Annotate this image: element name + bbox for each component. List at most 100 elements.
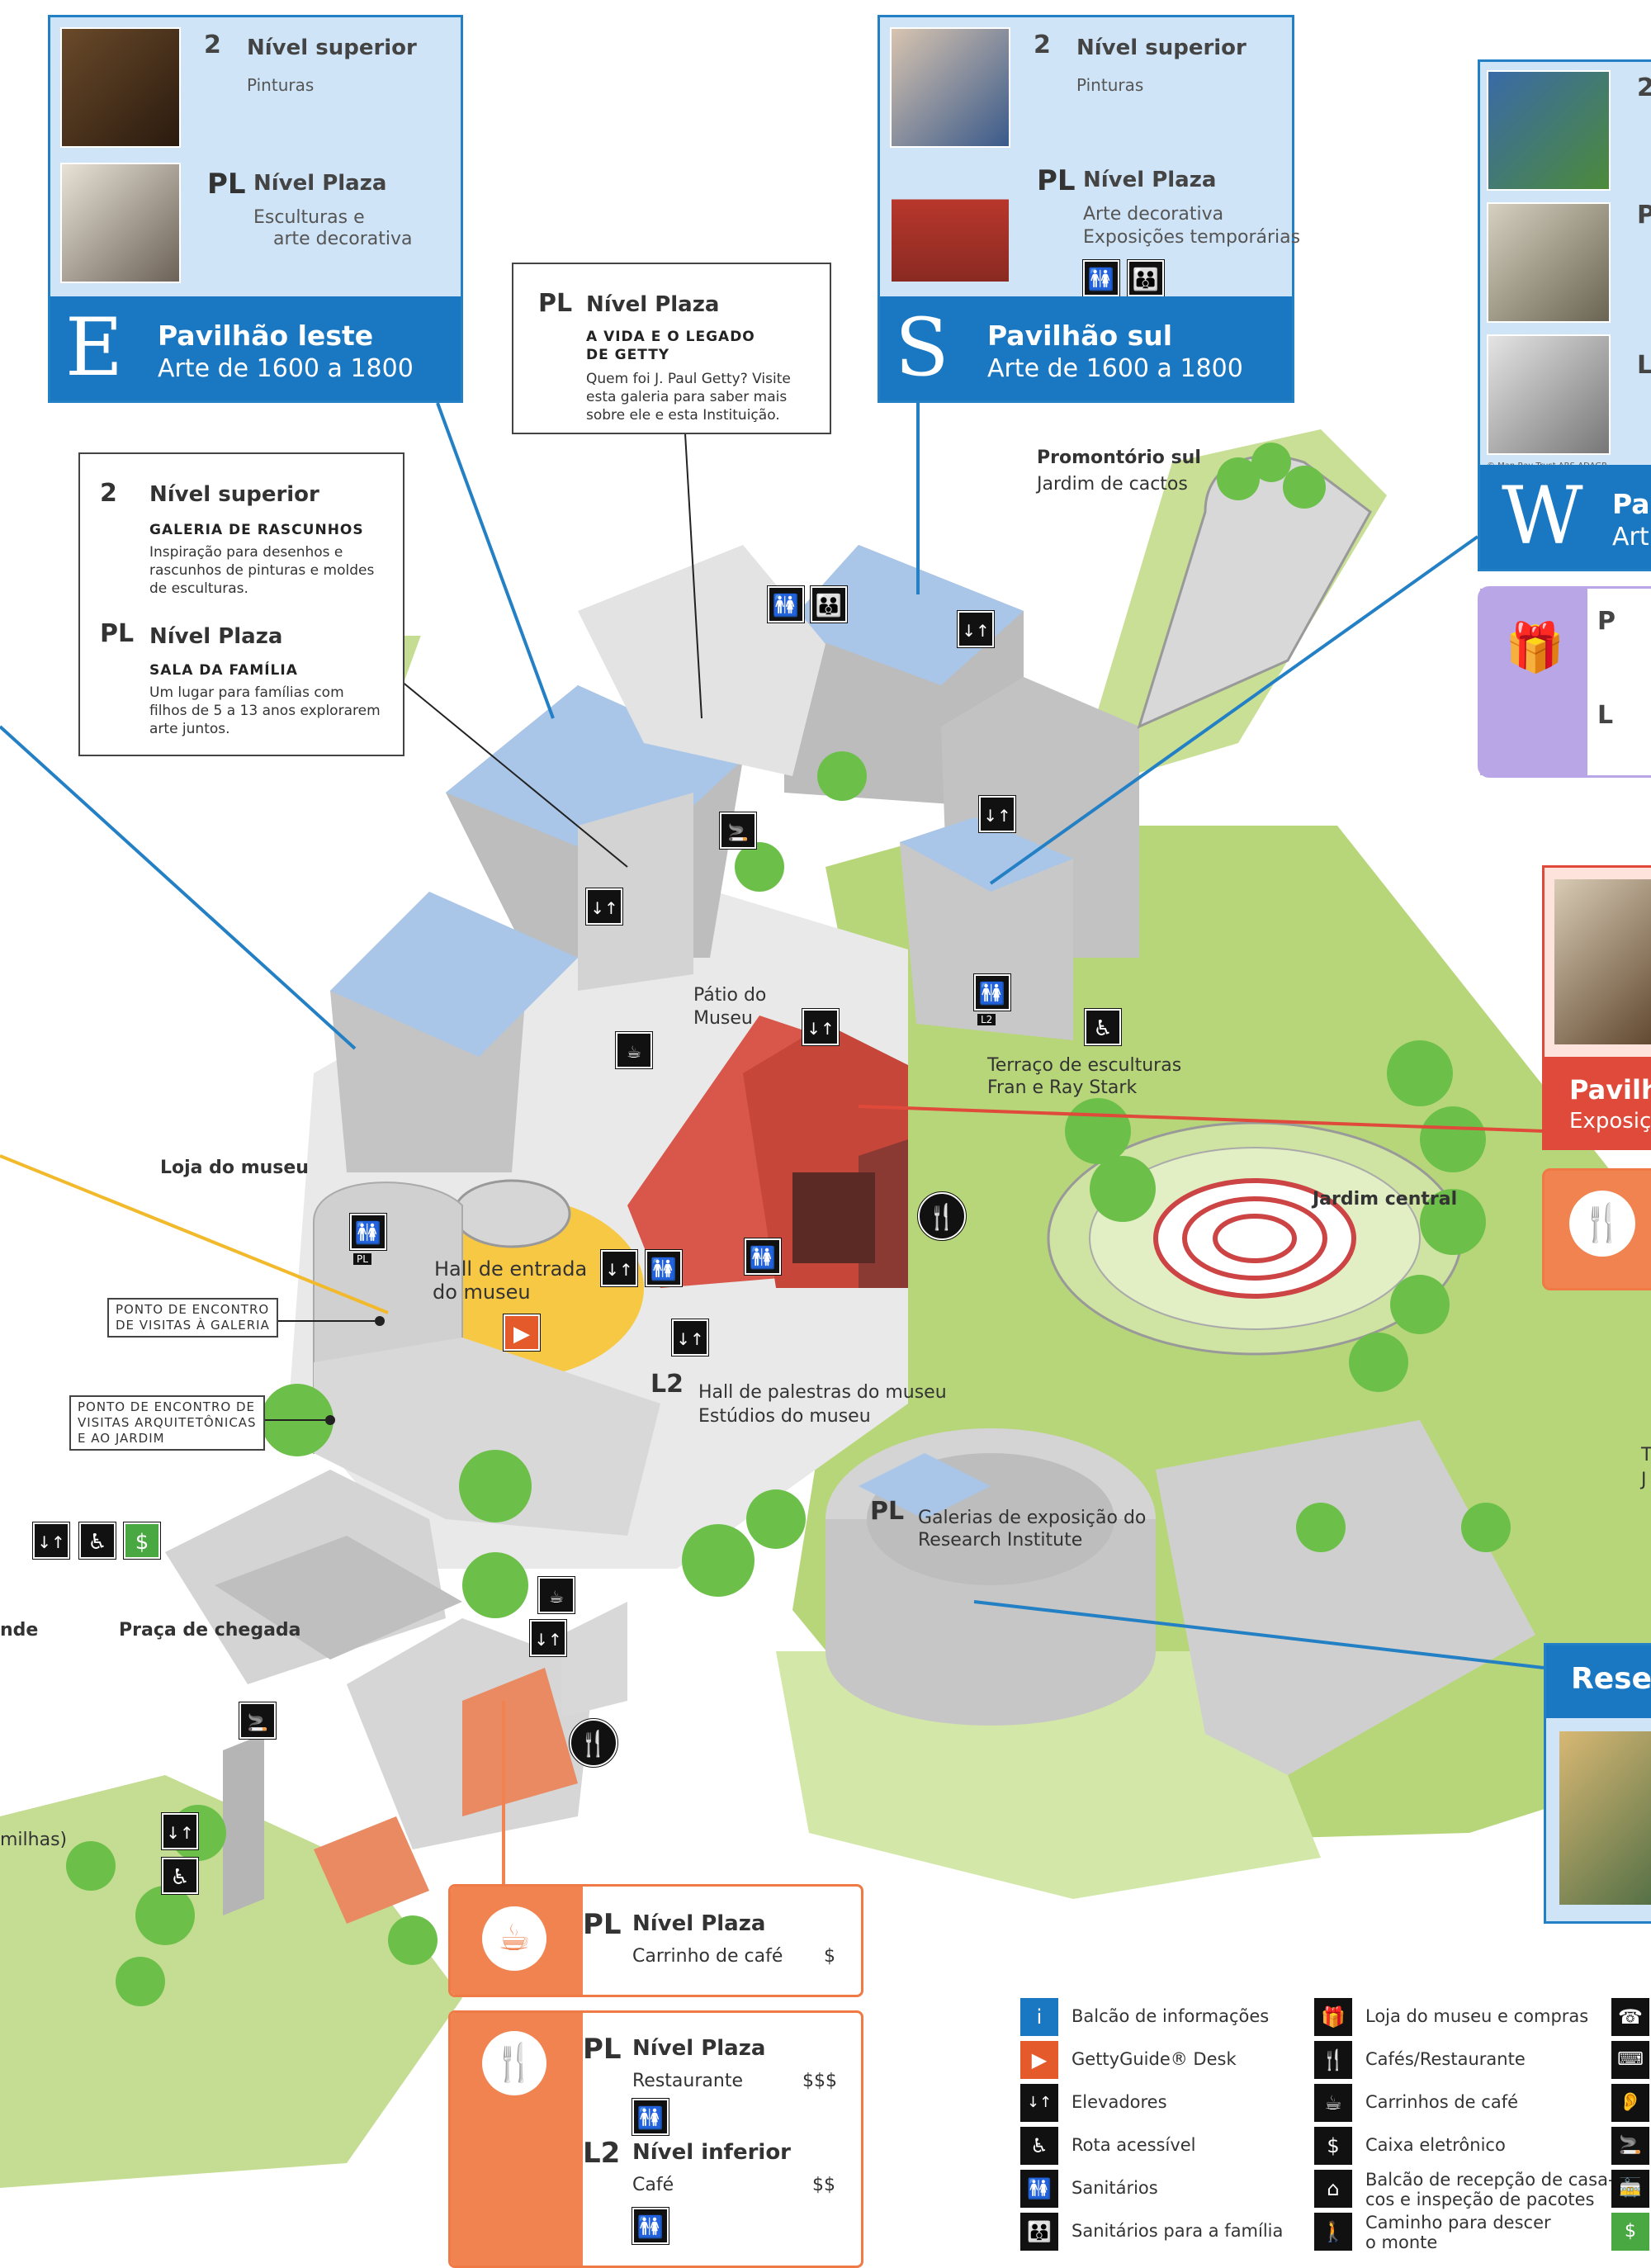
sketch-upper-title: Nível superior bbox=[149, 482, 319, 507]
restaurant-plaza-code: PL bbox=[583, 2033, 622, 2066]
sketch-upper-desc: Inspiração para desenhos e bbox=[149, 544, 343, 561]
south-plaza-desc: Exposições temporárias bbox=[1083, 227, 1301, 248]
coffee-cart-item: Carrinho de café bbox=[632, 1946, 783, 1967]
gift-icon: 🎁 bbox=[1314, 1998, 1352, 2036]
sketch-plaza-title: Nível Plaza bbox=[149, 624, 283, 649]
accessible-icon[interactable]: ♿ bbox=[161, 1857, 199, 1895]
atm-icon[interactable]: $ bbox=[123, 1522, 161, 1560]
walking-icon: 🚶 bbox=[1314, 2213, 1352, 2251]
family-restroom-icon: 👪 bbox=[1127, 259, 1165, 297]
coat-check-icon: ⌂ bbox=[1314, 2170, 1352, 2208]
elevator-icon[interactable]: ↓↑ bbox=[671, 1319, 709, 1357]
getty-box-desc: Quem foi J. Paul Getty? Visite bbox=[586, 371, 791, 387]
label-edge-left: nde bbox=[0, 1620, 39, 1641]
tram-icon: 🚋 bbox=[1611, 2170, 1649, 2208]
research-institute-building bbox=[826, 1420, 1535, 1775]
east-plaza-code: PL bbox=[207, 168, 246, 201]
accessible-icon[interactable]: ♿ bbox=[1084, 1008, 1122, 1046]
elevator-icon[interactable]: ↓↑ bbox=[978, 795, 1016, 833]
getty-legacy-box: PL Nível Plaza A VIDA E O LEGADO DE GETT… bbox=[512, 263, 831, 434]
east-pavilion-period: Arte de 1600 a 1800 bbox=[158, 354, 414, 383]
restroom-icon[interactable]: 🚻 bbox=[645, 1249, 683, 1287]
coffee-icon[interactable]: ☕ bbox=[537, 1576, 575, 1614]
west-lower-code: L bbox=[1637, 351, 1651, 380]
east-plaza-desc: arte decorativa bbox=[273, 229, 413, 249]
south-plaza-desc: Arte decorativa bbox=[1083, 204, 1224, 225]
restaurant-lower-code: L2 bbox=[583, 2137, 621, 2170]
south-painting-thumbnail bbox=[890, 27, 1010, 148]
sketch-upper-caption: GALERIA DE RASCUNHOS bbox=[149, 522, 364, 538]
architecture-tour-meeting-point: PONTO DE ENCONTRO DE VISITAS ARQUITETÔNI… bbox=[69, 1395, 265, 1451]
elevator-icon[interactable]: ↓↑ bbox=[32, 1522, 70, 1560]
getty-box-code: PL bbox=[538, 289, 573, 318]
restroom-level-tag: PL bbox=[353, 1253, 371, 1265]
restaurant-icon[interactable]: 🍴 bbox=[917, 1191, 967, 1241]
tty-icon: ⌨ bbox=[1611, 2041, 1649, 2079]
sketch-plaza-desc: Um lugar para famílias com bbox=[149, 684, 344, 701]
elevator-icon[interactable]: ↓↑ bbox=[802, 1008, 840, 1046]
coffee-icon[interactable]: ☕ bbox=[615, 1031, 653, 1069]
atm-icon: $ bbox=[1611, 2213, 1649, 2251]
coffee-cart-box: ☕ PL Nível Plaza Carrinho de café $ bbox=[448, 1884, 863, 1997]
sketch-plaza-caption: SALA DA FAMÍLIA bbox=[149, 662, 298, 679]
coffee-cart-price: $ bbox=[824, 1946, 835, 1967]
label-entrance-hall: do museu bbox=[433, 1281, 531, 1304]
east-upper-desc: Pinturas bbox=[247, 75, 315, 95]
south-upper-code: 2 bbox=[1034, 31, 1051, 59]
restroom-icon[interactable]: 🚻 bbox=[767, 585, 805, 623]
label-museum-studios: Estúdios do museu bbox=[698, 1406, 871, 1427]
restroom-icon[interactable]: 🚻 bbox=[744, 1238, 782, 1276]
entrance-hall-building bbox=[627, 1016, 908, 1288]
restaurant-item: Restaurante bbox=[632, 2071, 743, 2091]
coffee-icon: ☕ bbox=[1314, 2084, 1352, 2122]
family-restroom-icon: 👪 bbox=[1020, 2213, 1058, 2251]
label-lecture-code: L2 bbox=[650, 1370, 684, 1399]
atm-icon: $ bbox=[1314, 2127, 1352, 2165]
cafe-item: Café bbox=[632, 2175, 674, 2195]
central-garden-maze bbox=[1047, 1121, 1463, 1356]
elevator-icon[interactable]: ↓↑ bbox=[600, 1249, 638, 1287]
sketch-plaza-code: PL bbox=[100, 619, 135, 648]
lecture-hall-building bbox=[313, 1181, 660, 1536]
restroom-icon: 🚻 bbox=[632, 2098, 669, 2136]
smoking-icon[interactable]: 🚬 bbox=[239, 1702, 277, 1740]
exhibitions-pavilion-panel: Pavilh Exposiç bbox=[1542, 865, 1651, 1150]
accessible-icon[interactable]: ♿ bbox=[78, 1522, 116, 1560]
sketch-family-box: 2 Nível superior GALERIA DE RASCUNHOS In… bbox=[78, 452, 404, 756]
west-pavilion-period: Art bbox=[1612, 523, 1649, 552]
coffee-cart-title: Nível Plaza bbox=[632, 1911, 766, 1936]
elevator-icon[interactable]: ↓↑ bbox=[957, 610, 995, 648]
label-promontory: Promontório sul bbox=[1037, 447, 1201, 468]
research-institute-panel: Resea bbox=[1544, 1643, 1651, 1924]
south-pavilion-letter: S bbox=[895, 301, 949, 394]
elevator-icon[interactable]: ↓↑ bbox=[161, 1812, 199, 1850]
label-museum-courtyard: Pátio do bbox=[693, 985, 767, 1006]
elevator-icon[interactable]: ↓↑ bbox=[529, 1619, 567, 1657]
restaurant-icon[interactable]: 🍴 bbox=[569, 1718, 618, 1768]
research-panel-name: Resea bbox=[1571, 1662, 1651, 1696]
south-plaza-title: Nível Plaza bbox=[1083, 168, 1217, 192]
east-pavilion-name: Pavilhão leste bbox=[158, 320, 374, 352]
elevator-icon: ↓↑ bbox=[1020, 2084, 1058, 2122]
gift-shop-panel: 🎁 P L bbox=[1478, 586, 1651, 778]
elevator-icon[interactable]: ↓↑ bbox=[585, 888, 623, 926]
restroom-icon[interactable]: 🚻 bbox=[349, 1213, 387, 1251]
south-furniture-thumbnail bbox=[890, 163, 1010, 283]
restroom-icon: 🚻 bbox=[1082, 259, 1120, 297]
family-restroom-icon[interactable]: 👪 bbox=[810, 585, 848, 623]
getty-box-title: Nível Plaza bbox=[586, 292, 720, 317]
east-plaza-title: Nível Plaza bbox=[253, 171, 387, 196]
restroom-icon[interactable]: 🚻 bbox=[973, 973, 1011, 1011]
restaurant-icon: 🍴 bbox=[1569, 1191, 1635, 1257]
phone-icon: ☎ bbox=[1611, 1998, 1649, 2036]
smoking-icon[interactable]: 🚬 bbox=[719, 812, 757, 850]
exhibition-pavilion-sub: Exposiç bbox=[1569, 1109, 1651, 1134]
getty-box-desc: esta galeria para saber mais bbox=[586, 389, 788, 405]
coffee-icon: ☕ bbox=[482, 1906, 546, 1971]
west-portrait-thumbnail bbox=[1487, 202, 1611, 323]
exhibition-pavilion-name: Pavilh bbox=[1569, 1074, 1651, 1106]
gettyguide-icon[interactable]: ▶ bbox=[503, 1314, 541, 1352]
west-upper-code: 2 bbox=[1637, 73, 1651, 102]
gift-lower-code: L bbox=[1597, 701, 1614, 730]
sketch-upper-code: 2 bbox=[100, 479, 117, 508]
